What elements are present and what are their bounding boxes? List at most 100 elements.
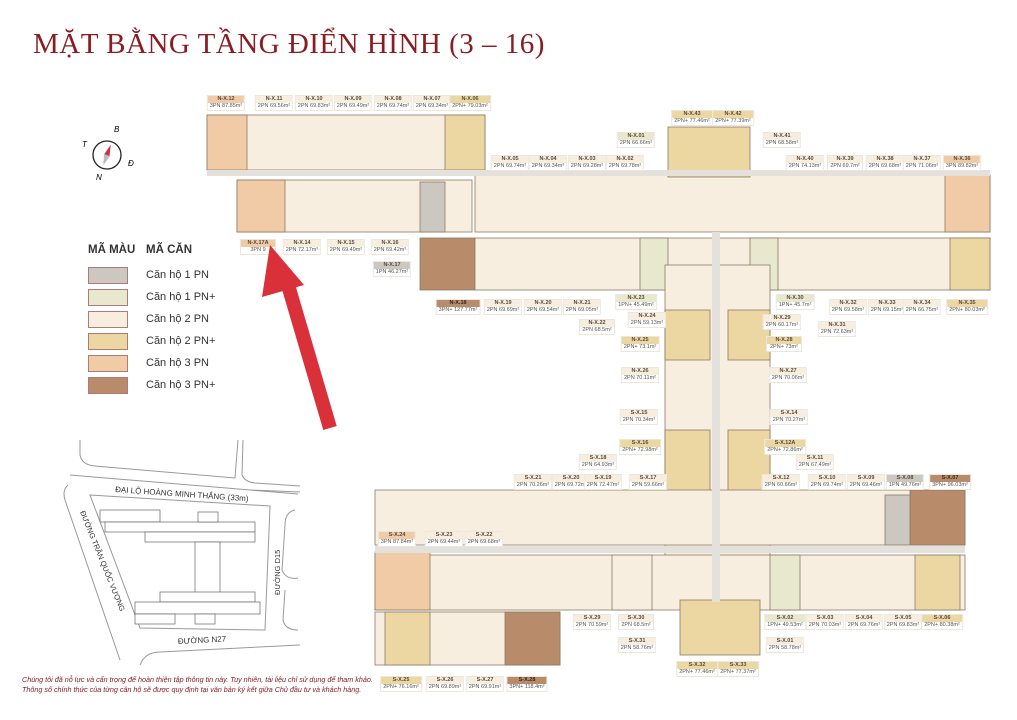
unit-code: N-X.39 xyxy=(828,156,862,163)
unit-code: S-X.14 xyxy=(770,410,808,417)
unit-code: N-X.16 xyxy=(371,240,409,247)
unit-code: S-X.04 xyxy=(845,615,883,622)
unit-code: S-X.27 xyxy=(466,677,504,684)
unit-area: 2PN+ 72.98m² xyxy=(622,447,658,453)
unit-code: N-X.38 xyxy=(866,156,904,163)
unit-area: 2PN 70.06m² xyxy=(771,375,805,381)
unit-code: N-X.32 xyxy=(829,300,867,307)
unit-code: S-X.24 xyxy=(378,532,416,539)
unit-area: 2PN 67.49m² xyxy=(798,462,832,468)
unit-code: S-X.12 xyxy=(762,475,800,482)
apartment-block xyxy=(444,114,486,171)
unit-code: S-X.08 xyxy=(886,475,924,482)
unit-area: 1PN 46.27m² xyxy=(375,269,409,275)
apartment-block xyxy=(949,237,991,291)
unit-area: 2PN 69.34m² xyxy=(415,103,449,109)
unit-code: S-X.19 xyxy=(584,475,622,482)
unit-code: S-X.23 xyxy=(425,532,463,539)
unit-code: S-X.26 xyxy=(426,677,464,684)
unit-area: 3PN 89.82m² xyxy=(945,163,979,169)
apartment-block xyxy=(374,489,966,546)
unit-code: S-X.30 xyxy=(619,615,653,622)
unit-area: 2PN 72.47m² xyxy=(586,482,620,488)
unit-code: N-X.02 xyxy=(606,156,644,163)
legend-type-header: MÃ CĂN xyxy=(146,244,192,256)
unit-code: N-X.01 xyxy=(617,133,655,140)
unit-area: 2PN 69.83m² xyxy=(886,622,920,628)
unit-area: 3PN 87.85m² xyxy=(209,103,243,109)
road-south-label: ĐƯỜNG N27 xyxy=(178,634,227,646)
unit-area: 2PN 69.05m² xyxy=(565,307,599,313)
unit-area: 2PN+ 77.46m² xyxy=(679,669,715,675)
legend-swatch xyxy=(88,376,128,394)
unit-area: 2PN 69.89m² xyxy=(428,684,462,690)
unit-code: S-X.25 xyxy=(381,677,421,684)
apartment-block xyxy=(639,237,669,291)
apartment-block xyxy=(374,554,966,611)
unit-area: 2PN 68.5m² xyxy=(621,622,651,628)
unit-area: 2PN 72.17m² xyxy=(285,247,319,253)
legend-label: Căn hộ 3 PN+ xyxy=(146,379,216,391)
apartment-block xyxy=(884,494,911,546)
apartment-block xyxy=(384,611,431,666)
unit-area: 2PN 69.76m² xyxy=(847,622,881,628)
unit-area: 3PN+ 127.77m² xyxy=(438,307,478,313)
unit-code: N-X.22 xyxy=(580,320,614,327)
unit-code: N-X.18 xyxy=(436,300,480,307)
compass-north: B xyxy=(114,125,120,134)
apartment-block xyxy=(914,554,961,611)
unit-area: 2PN 60.17m² xyxy=(765,322,799,328)
unit-area: 2PN 70.26m² xyxy=(516,482,550,488)
unit-code: S-X.05 xyxy=(884,615,922,622)
disclaimer: Chúng tôi đã nỗ lực và cẩn trọng để hoàn… xyxy=(22,675,382,695)
corridor xyxy=(712,232,720,602)
unit-code: S-X.20 xyxy=(552,475,590,482)
unit-code: N-X.24 xyxy=(628,313,666,320)
apartment-block xyxy=(679,599,761,656)
unit-area: 2PN 70.34m² xyxy=(622,417,656,423)
unit-code: N-X.19 xyxy=(484,300,522,307)
unit-area: 2PN 58.78m² xyxy=(768,645,802,651)
apartment-block xyxy=(474,174,991,233)
unit-area: 2PN 69.68m² xyxy=(467,539,501,545)
unit-area: 2PN 69.72m² xyxy=(554,482,588,488)
unit-area: 2PN 69.28m² xyxy=(570,163,604,169)
unit-code: N-X.43 xyxy=(672,111,712,118)
legend-label: Căn hộ 2 PN xyxy=(146,313,209,325)
unit-area: 2PN 69.7m² xyxy=(830,163,860,169)
legend-label: Căn hộ 2 PN+ xyxy=(146,335,216,347)
apartment-block xyxy=(374,551,431,611)
unit-area: 2PN 69.83m² xyxy=(297,103,331,109)
unit-area: 2PN 69.91m² xyxy=(468,684,502,690)
unit-area: 3PN 9 xyxy=(250,247,266,253)
unit-area: 2PN 69.49m² xyxy=(336,103,370,109)
unit-area: 2PN 69.49m² xyxy=(329,247,363,253)
legend-swatch xyxy=(88,354,128,372)
corridor xyxy=(207,170,990,176)
unit-code: N-X.20 xyxy=(524,300,562,307)
